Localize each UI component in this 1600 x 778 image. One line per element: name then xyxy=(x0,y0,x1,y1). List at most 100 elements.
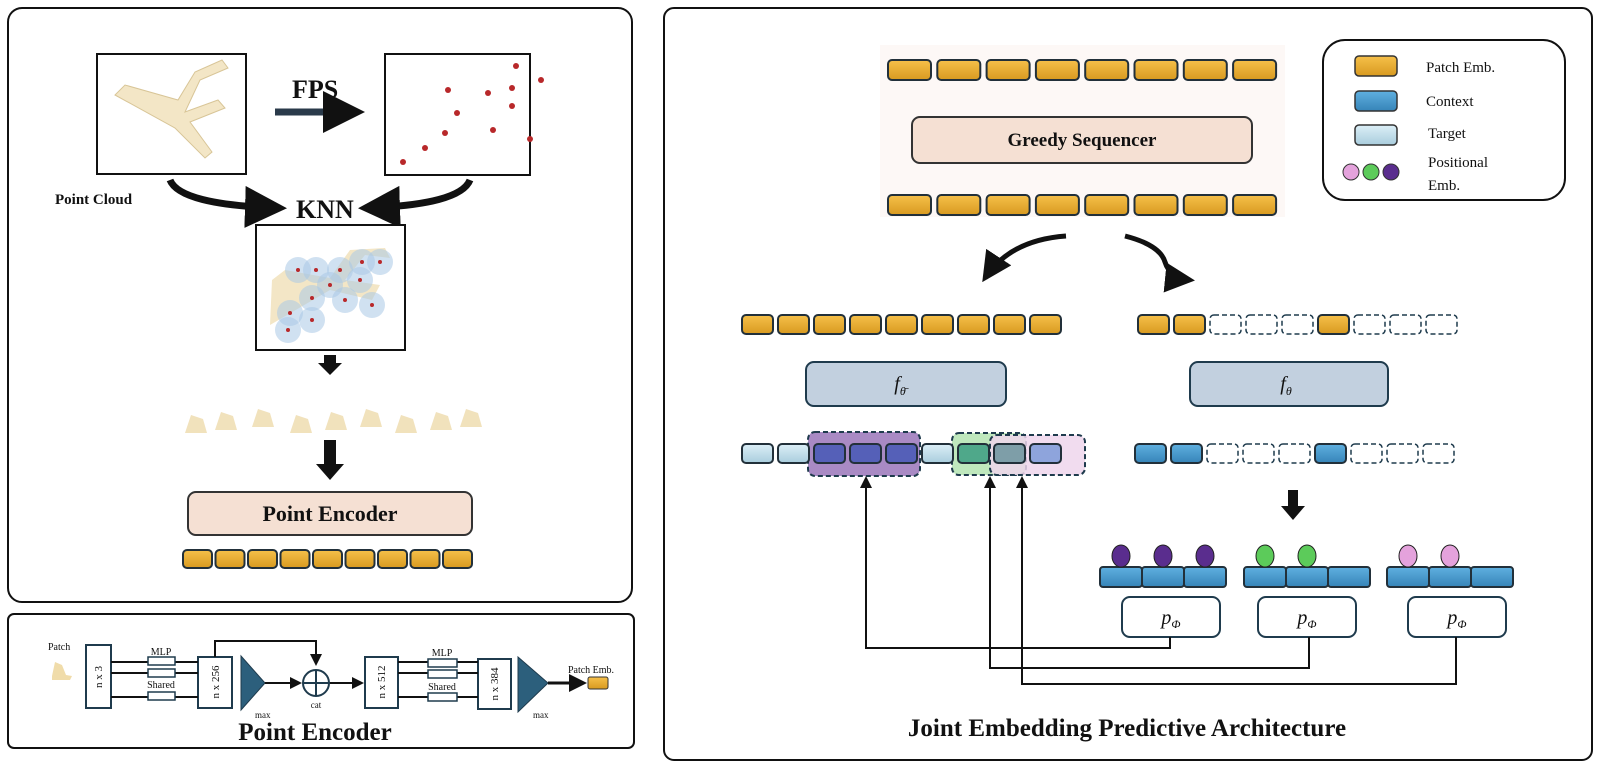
patch-emb-token xyxy=(1084,59,1130,81)
context-output-row xyxy=(1134,443,1455,464)
target-encoder-label: fθ̄ xyxy=(894,373,908,398)
positional-emb xyxy=(1398,544,1418,568)
jepa-title: Joint Embedding Predictive Architecture xyxy=(908,715,1346,742)
concat-icon xyxy=(302,669,330,697)
patch-emb-token xyxy=(214,549,246,569)
center-point xyxy=(343,298,347,302)
patch-emb-token xyxy=(777,314,810,335)
cat-label: cat xyxy=(311,700,322,710)
predictor-label: pΦ xyxy=(1159,607,1180,631)
patch-emb-token xyxy=(921,314,954,335)
sampled-point xyxy=(490,127,496,133)
patch-emb-token xyxy=(279,549,311,569)
masked-token xyxy=(1350,443,1383,464)
predictor-branch: pΦ xyxy=(1243,544,1371,638)
point-patch xyxy=(360,409,382,427)
patch-emb-token xyxy=(442,549,473,569)
positional-emb xyxy=(1255,544,1275,568)
predictor-branch: pΦ xyxy=(1099,544,1227,638)
sampled-point xyxy=(485,90,491,96)
patch-emb-token xyxy=(1317,314,1350,335)
maxpool-2 xyxy=(517,655,549,714)
context-encoder-label: fθ xyxy=(1280,373,1292,398)
sampled-point xyxy=(442,130,448,136)
patch-image xyxy=(52,662,72,680)
point-patches xyxy=(185,409,482,433)
sampled-point xyxy=(538,77,544,83)
target-encoder-f: f xyxy=(894,373,902,395)
sequencer-input-row xyxy=(887,59,1278,81)
predictor-p: p xyxy=(1295,607,1307,629)
point-patch xyxy=(395,415,417,433)
curved-arrow-left xyxy=(166,178,287,228)
patch-emb-token xyxy=(377,549,408,569)
patch-emb-token xyxy=(887,59,932,81)
layer-n256-label: n x 256 xyxy=(210,665,222,699)
patch-emb-token xyxy=(1034,59,1080,81)
knn-label: KNN xyxy=(296,195,354,224)
patch-emb-token xyxy=(936,194,982,216)
point-cloud-label: Point Cloud xyxy=(55,192,133,208)
layer-n256 xyxy=(197,656,233,709)
legend-pos-purple xyxy=(1382,163,1400,181)
knn-grouped-image xyxy=(255,224,406,351)
patch-emb-token xyxy=(813,314,846,335)
center-point xyxy=(378,260,382,264)
legend-positional-2: Emb. xyxy=(1428,178,1460,194)
predictor-subscript: Φ xyxy=(1307,617,1316,631)
point-patch xyxy=(430,412,452,430)
max-label-1: max xyxy=(255,710,271,720)
patch-emb-token xyxy=(993,314,1026,335)
patch-emb-token xyxy=(247,549,278,569)
split-arrow-right xyxy=(1124,233,1195,293)
context-encoder-f: f xyxy=(1280,373,1288,395)
patch-emb-token xyxy=(1137,314,1170,335)
patch-emb-token xyxy=(985,59,1031,81)
patch-emb-token xyxy=(985,194,1031,216)
masked-token xyxy=(1278,443,1311,464)
sequencer-output-row xyxy=(887,194,1278,216)
patch-emb-token xyxy=(1182,59,1228,81)
fps-sampled-points xyxy=(384,53,544,176)
max-label-2: max xyxy=(533,710,549,720)
target-connections xyxy=(860,476,1457,685)
down-arrow-2 xyxy=(316,440,344,480)
shared-mlp-2 xyxy=(427,658,458,702)
mlp-label-1: MLP xyxy=(151,647,172,658)
point-patch xyxy=(460,409,482,427)
patch-emb-token xyxy=(1232,194,1278,216)
point-encoder-label: Point Encoder xyxy=(262,501,397,526)
point-cloud-image xyxy=(96,53,247,175)
point-patch xyxy=(290,415,312,433)
layer-n384 xyxy=(477,658,512,710)
legend-context-swatch xyxy=(1354,90,1398,112)
patch-label: Patch xyxy=(48,642,70,653)
context-encoder-box xyxy=(1189,361,1389,407)
context-token xyxy=(1285,566,1329,588)
sampled-point xyxy=(454,110,460,116)
context-token xyxy=(1099,566,1143,588)
predictor-subscript: Φ xyxy=(1457,617,1466,631)
layer-n384-label: n x 384 xyxy=(489,667,501,701)
target-token xyxy=(1029,443,1062,464)
center-point xyxy=(310,296,314,300)
masked-token xyxy=(1386,443,1419,464)
point-patch xyxy=(325,412,347,430)
patch-emb-token xyxy=(1034,194,1080,216)
patch-embedding-row xyxy=(182,549,473,569)
patch-emb-label: Patch Emb. xyxy=(568,665,614,676)
masked-token xyxy=(1209,314,1242,335)
point-patch xyxy=(252,409,274,427)
greedy-sequencer-label: Greedy Sequencer xyxy=(1008,130,1158,151)
predictor-label: pΦ xyxy=(1445,607,1466,631)
fps-label: FPS xyxy=(292,75,338,104)
patch-emb-token xyxy=(1084,194,1130,216)
patch-emb-token xyxy=(409,549,441,569)
patch-emb-token xyxy=(741,314,774,335)
sampled-point xyxy=(527,136,533,142)
context-encoder-subscript: θ xyxy=(1286,384,1292,398)
patch-emb-token xyxy=(885,314,918,335)
center-point xyxy=(370,303,374,307)
patch-emb-token xyxy=(849,314,882,335)
